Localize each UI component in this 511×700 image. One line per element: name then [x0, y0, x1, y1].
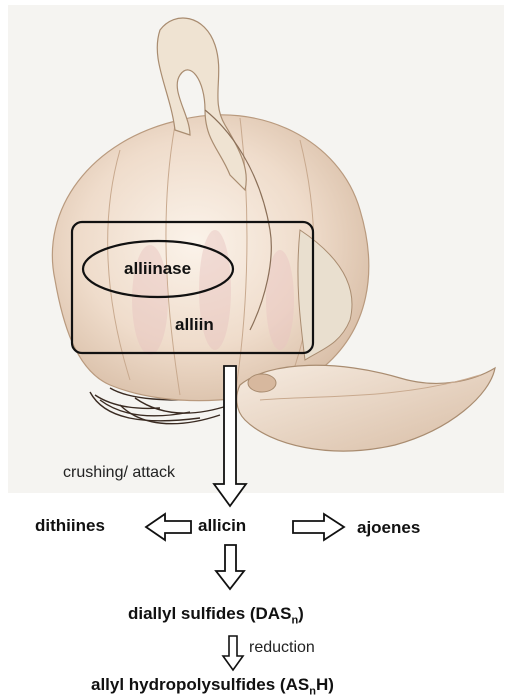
arrow-down-reduction [223, 636, 243, 670]
hydro-subscript: n [309, 685, 316, 697]
arrow-right [293, 514, 344, 540]
label-crushing-attack: crushing/ attack [63, 464, 175, 482]
label-alliinase: alliinase [124, 259, 191, 279]
label-reduction: reduction [249, 639, 315, 657]
label-ajoenes: ajoenes [357, 518, 420, 538]
diallyl-text: diallyl sulfides (DAS [128, 604, 291, 623]
arrow-down-allicin [216, 545, 244, 589]
label-allicin: allicin [198, 516, 246, 536]
label-alliin: alliin [175, 315, 214, 335]
clove-tip [248, 374, 276, 392]
arrow-left [146, 514, 191, 540]
hydro-close: H) [316, 675, 334, 694]
label-diallyl-sulfides: diallyl sulfides (DASn) [128, 604, 304, 626]
label-allyl-hydropolysulfides: allyl hydropolysulfides (ASnH) [91, 675, 334, 697]
label-dithiines: dithiines [35, 516, 105, 536]
hydro-text: allyl hydropolysulfides (AS [91, 675, 309, 694]
diallyl-close: ) [298, 604, 304, 623]
